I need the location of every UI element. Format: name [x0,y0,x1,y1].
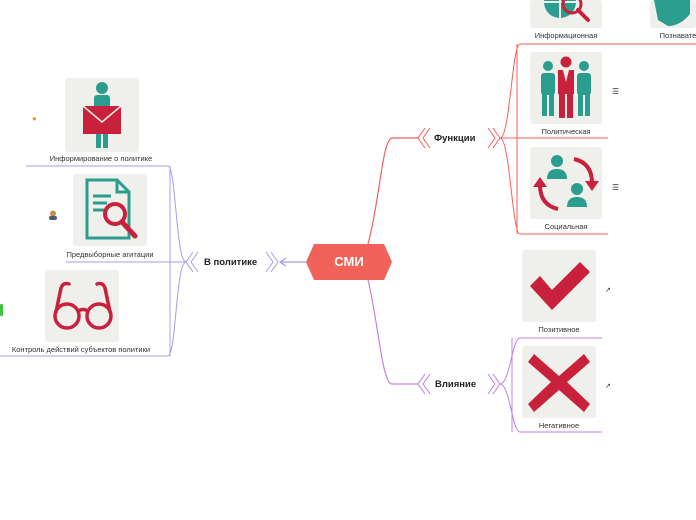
caption-informational: Информационная [534,31,598,40]
caption-campaign: Предвыборные агитации [66,250,154,259]
green-marker [0,304,3,316]
caption-cognitive: Познавате [659,31,696,40]
card-informing[interactable] [65,78,139,152]
card-social[interactable] [530,147,602,219]
connector-root-functions [367,137,418,245]
card-cognitive[interactable] [650,0,696,28]
branch-politics[interactable]: В политике [204,257,258,268]
emoji-icon-informing: ● [32,114,37,123]
caption-negative: Негативное [538,421,580,430]
caption-political: Политическая [541,127,591,136]
caption-informing: Информирование о политике [49,154,153,163]
note-icon-political[interactable]: ☰ [612,87,620,96]
glasses-icon [53,281,113,330]
cross-icon [528,354,590,412]
caption-control: Контроль действий субъектов политики [11,345,151,354]
link-icon-negative[interactable]: ↗ [605,383,611,390]
note-icon-social[interactable]: ☰ [612,183,620,192]
caption-social: Социальная [544,222,588,231]
branch-influence[interactable]: Влияние [435,379,477,390]
functions-chevrons [417,127,501,149]
card-campaign[interactable] [73,174,147,246]
people-exchange-icon [533,155,599,211]
caption-positive: Позитивное [538,325,580,334]
globe-search-icon [544,0,590,22]
brain-head-icon [654,0,690,26]
connector-root-influence [367,279,418,385]
card-positive[interactable] [522,250,596,322]
branch-functions[interactable]: Функции [434,133,476,144]
checkmark-icon [530,262,590,310]
card-political[interactable] [530,52,602,124]
root-node-shape [306,244,392,280]
card-control[interactable] [45,270,119,342]
emoji-icon-campaign [48,210,58,222]
people-group-icon [541,56,591,118]
link-icon-positive[interactable]: ↗ [605,287,611,294]
person-envelope-icon [82,82,122,148]
root-node[interactable]: СМИ [334,254,364,269]
document-search-icon [85,178,138,240]
card-negative[interactable] [522,346,596,418]
card-informational[interactable] [530,0,602,28]
